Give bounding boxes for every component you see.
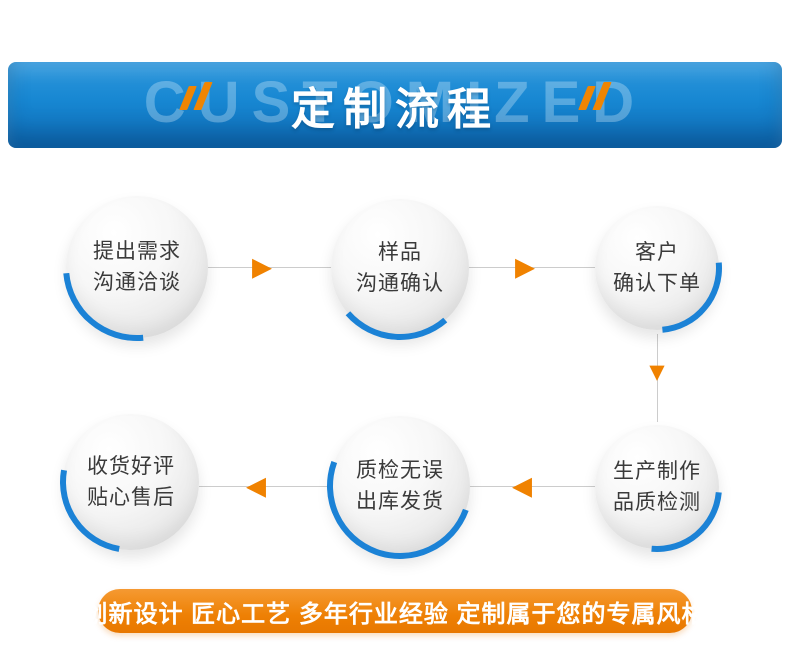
step-label: 收货好评 贴心售后: [87, 451, 175, 514]
ribbon-watermark-text: CUSTOMIZED: [143, 69, 647, 135]
step-label: 提出需求 沟通洽谈: [93, 236, 181, 299]
arrow-right-icon: ▶: [515, 251, 535, 282]
step-label: 样品 沟通确认: [356, 237, 444, 300]
step-circle-shipping: 质检无误 出库发货: [302, 388, 498, 584]
arrow-left-icon: ◀: [512, 470, 532, 501]
connector-line: [469, 267, 596, 268]
arrow-left-icon: ◀: [246, 470, 266, 501]
step-circle-production: 生产制作 品质检测: [565, 395, 749, 579]
step-label-line: 沟通洽谈: [93, 271, 181, 294]
step-label-line: 贴心售后: [87, 486, 175, 509]
step-label-line: 品质检测: [613, 491, 701, 514]
step-label-line: 生产制作: [613, 459, 701, 483]
step-label-line: 收货好评: [87, 454, 175, 478]
step-label: 生产制作 品质检测: [613, 456, 701, 519]
page-title: 定制流程: [291, 85, 499, 134]
title-ribbon: CUSTOMIZED 定制流程: [8, 62, 782, 148]
step-label-line: 提出需求: [93, 239, 181, 263]
step-circle-sample: 样品 沟通确认: [323, 191, 477, 345]
slogan-text: 创新设计 匠心工艺 多年行业经验 定制属于您的专属风格: [83, 600, 707, 628]
step-label-line: 沟通确认: [356, 272, 444, 295]
step-circle-requirements: 提出需求 沟通洽谈: [32, 162, 242, 372]
step-label-line: 客户: [635, 240, 679, 264]
step-label: 客户 确认下单: [613, 237, 701, 300]
slogan-banner: 创新设计 匠心工艺 多年行业经验 定制属于您的专属风格: [84, 589, 706, 633]
step-label-line: 样品: [378, 240, 422, 264]
step-circle-aftersale: 收货好评 贴心售后: [32, 383, 230, 581]
step-label-line: 质检无误: [356, 458, 444, 482]
connector-line: [199, 486, 331, 487]
arrow-right-icon: ▶: [252, 251, 272, 282]
step-circle-order: 客户 确认下单: [565, 176, 749, 360]
step-label-line: 确认下单: [613, 272, 701, 295]
connector-line: [469, 486, 596, 487]
connector-line: [657, 334, 658, 422]
connector-line: [208, 267, 332, 268]
step-label-line: 出库发货: [356, 490, 444, 513]
step-label: 质检无误 出库发货: [356, 455, 444, 518]
arrow-down-icon: ▼: [644, 356, 670, 387]
